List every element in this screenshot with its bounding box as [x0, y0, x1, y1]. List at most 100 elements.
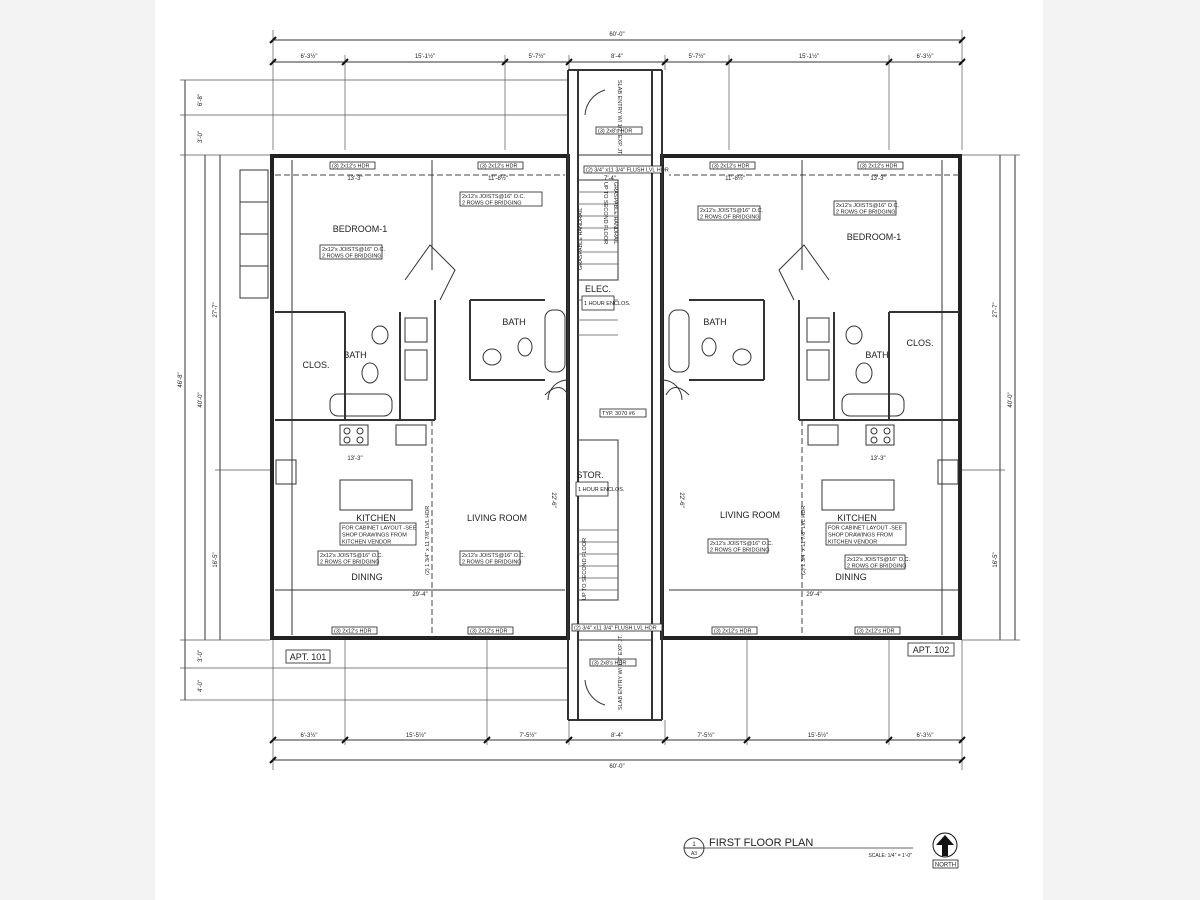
top-dimensions: 60'-0" 6'-3½" 15'-1½" 5'-7½" 8'-4" 5'-7½…	[269, 30, 966, 150]
dim-text: 11'-8½"	[725, 175, 745, 182]
dim-text: 27'-7"	[993, 302, 999, 317]
up-note: UP TO SECOND FLOOR	[602, 182, 608, 244]
joist-note: 2x12's JOISTS@16" O.C.	[462, 194, 525, 200]
slab-note: SLAB ENTRY W/ 1/2" EXP. JT.	[618, 634, 624, 710]
title-block: 1 A3 FIRST FLOOR PLAN SCALE: 1/4" = 1'-0…	[683, 832, 959, 869]
north-label: NORTH	[935, 863, 956, 869]
detail-number: 1	[692, 842, 696, 848]
header-note: (3) 2x12's HDR	[332, 164, 369, 170]
dim-text: 6'-3½"	[917, 732, 934, 739]
dim-text: 40'-0"	[198, 392, 204, 407]
header-note: (3) 2x12's HDR	[334, 629, 371, 635]
header-note: (3) 2x12's HDR	[480, 164, 517, 170]
scale-note: SCALE: 1/4" = 1'-0"	[868, 853, 912, 859]
apartment-label: APT. 101	[290, 652, 327, 662]
room-label-bedroom: BEDROOM-1	[847, 232, 902, 242]
bridging-note: 2 ROWS OF BRIDGING	[462, 201, 522, 207]
header-note: (3) 2x12's HDR	[860, 164, 897, 170]
stor-label: STOR.	[576, 470, 603, 480]
joist-note: 2x12's JOISTS@16" O.C.	[847, 557, 910, 563]
header-note: (3) 2x12's HDR	[712, 164, 749, 170]
room-label-dining: DINING	[351, 572, 383, 582]
room-label-closet: CLOS.	[302, 360, 329, 370]
overall-width-dim-bottom: 60'-0"	[609, 764, 624, 770]
bridging-note: 2 ROWS OF BRIDGING	[710, 548, 770, 554]
joist-note: 2x12's JOISTS@16" O.C.	[700, 208, 763, 214]
overall-width-dim: 60'-0"	[609, 32, 624, 38]
room-label-kitchen: KITCHEN	[837, 513, 877, 523]
bridging-note: 2 ROWS OF BRIDGING	[700, 215, 760, 221]
beam-note: (2) 1 3/4" x 11 7/8" LVL HDR	[425, 506, 431, 575]
dim-text: 15'-1½"	[799, 53, 819, 60]
dim-text: 11'-8½"	[488, 175, 508, 182]
dim-text: 7'-4"	[604, 176, 616, 182]
dim-text: 16'-5"	[993, 552, 999, 567]
bridging-note: 2 ROWS OF BRIDGING	[462, 560, 522, 566]
joist-note: 2x12's JOISTS@16" O.C.	[710, 541, 773, 547]
header-note: (3) 2x12's HDR	[714, 629, 751, 635]
header-note: (3) 2x12's HDR	[470, 629, 507, 635]
cabinet-note: KITCHEN VENDOR	[342, 540, 391, 546]
up-note: UP TO SECOND FLOOR	[582, 538, 588, 600]
beam-note: (2) 3/4" x11 3/4" FLUSH LVL HDR	[586, 168, 669, 174]
interior-walls-right	[665, 160, 959, 635]
bridging-note: 2 ROWS OF BRIDGING	[322, 254, 382, 260]
joist-note: 2x12's JOISTS@16" O.C.	[320, 553, 383, 559]
dim-text: 3'-0"	[198, 650, 204, 662]
dim-text: 13'-3"	[347, 456, 362, 462]
apt-left-labels: BEDROOM-1 BATH CLOS. BATH KITCHEN DINING…	[285, 161, 556, 664]
header-note: (3) 2x8's HDR	[598, 129, 632, 135]
drawing-title: FIRST FLOOR PLAN	[709, 837, 813, 849]
dim-text: 15'-5½"	[406, 732, 426, 739]
room-label-closet: CLOS.	[906, 338, 933, 348]
bridging-note: 2 ROWS OF BRIDGING	[847, 564, 907, 570]
room-label-bath: BATH	[343, 350, 366, 360]
bottom-dimensions: 6'-3½" 15'-5½" 7'-5½" 8'-4" 7'-5½" 15'-5…	[269, 640, 966, 770]
joist-note: 2x12's JOISTS@16" O.C.	[836, 203, 899, 209]
dim-text: 29'-4"	[806, 592, 821, 598]
dim-text: 6'-3½"	[917, 53, 934, 60]
dim-text: 16'-5"	[213, 552, 219, 567]
cabinet-note: FOR CABINET LAYOUT -SEE	[342, 526, 417, 532]
cabinet-note: SHOP DRAWINGS FROM	[828, 533, 893, 539]
dim-text: 46'-8"	[178, 372, 184, 387]
room-label-bath-2: BATH	[502, 317, 525, 327]
bridging-note: 2 ROWS OF BRIDGING	[320, 560, 380, 566]
dim-text: 7'-5½"	[698, 732, 715, 739]
handrail-note: GRASPABLE HANDRAIL	[578, 208, 584, 270]
enclosure-note: 1 HOUR ENCLOS.	[584, 301, 631, 307]
dim-text: 8'-4"	[611, 54, 623, 60]
apt-right-labels: BEDROOM-1 BATH CLOS. BATH KITCHEN DINING…	[678, 161, 955, 657]
core-labels: ELEC. 1 HOUR ENCLOS. STOR. 1 HOUR ENCLOS…	[571, 80, 669, 710]
dim-text: 22'-6"	[550, 492, 556, 507]
bridging-note: 2 ROWS OF BRIDGING	[836, 210, 896, 216]
dim-text: 7'-5½"	[520, 732, 537, 739]
dim-text: 13'-3"	[870, 456, 885, 462]
dim-text: 15'-5½"	[808, 732, 828, 739]
dim-text: 22'-6"	[678, 492, 684, 507]
room-label-dining: DINING	[835, 572, 867, 582]
header-note: (3) 2x12's HDR	[857, 629, 894, 635]
dim-text: 15'-1½"	[415, 53, 435, 60]
dim-text: 5'-7½"	[689, 53, 706, 60]
dim-text: 4'-0"	[198, 680, 204, 692]
dim-text: 8'-4"	[611, 733, 623, 739]
north-arrow-icon	[932, 832, 958, 858]
beam-note: (2) 1 3/4" x 11 7/8" LVL HDR	[801, 506, 807, 575]
header-note: (3) 2x8's HDR	[592, 661, 626, 667]
room-label-kitchen: KITCHEN	[356, 513, 396, 523]
slab-note: SLAB ENTRY W/ 1/2" EXP. JT.	[616, 80, 622, 156]
dim-text: 5'-7½"	[529, 53, 546, 60]
apartment-label: APT. 102	[913, 645, 950, 655]
beam-note: (2) 3/4" x11 3/4" FLUSH LVL HDR	[574, 626, 657, 632]
cabinet-note: FOR CABINET LAYOUT -SEE	[828, 526, 903, 532]
drawing-sheet	[155, 0, 1043, 900]
joist-note: 2x12's JOISTS@16" O.C.	[462, 553, 525, 559]
dim-text: 13'-3"	[870, 176, 885, 182]
cabinet-note: SHOP DRAWINGS FROM	[342, 533, 407, 539]
room-label-bath-2: BATH	[703, 317, 726, 327]
room-label-living: LIVING ROOM	[720, 510, 780, 520]
dim-text: 6'-3½"	[301, 732, 318, 739]
enclosure-note: 1 HOUR ENCLOS.	[578, 487, 625, 493]
